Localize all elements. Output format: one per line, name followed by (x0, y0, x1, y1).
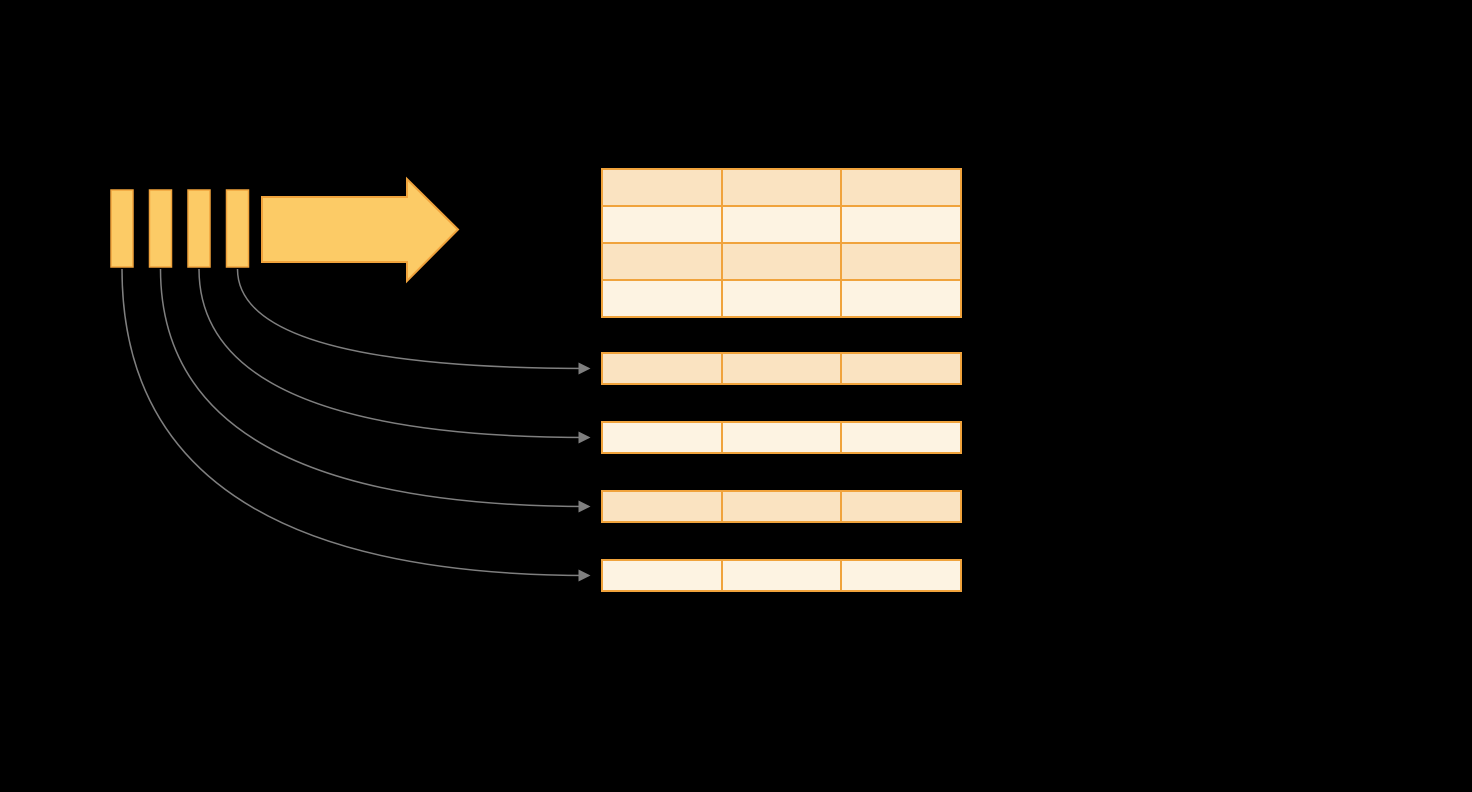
row-table-3 (601, 490, 962, 523)
table-cell (840, 492, 961, 521)
table-cell (603, 492, 721, 521)
table-cell (840, 244, 961, 279)
table-cell (720, 281, 841, 316)
table-cell (603, 354, 721, 383)
row-table-4 (601, 559, 962, 592)
table-row (603, 561, 961, 590)
table-cell (840, 281, 961, 316)
table-cell (603, 244, 721, 279)
table-cell (720, 244, 841, 279)
record-batch-bar-4 (225, 189, 250, 268)
table-cell (603, 281, 721, 316)
record-batch-bar-1 (110, 189, 134, 268)
table-cell (720, 561, 841, 590)
table-row (603, 423, 961, 452)
table-row (603, 242, 961, 279)
table-cell (720, 423, 841, 452)
table-row (603, 492, 961, 521)
stream-arrow-icon (261, 176, 460, 284)
record-batch-bars (110, 189, 250, 268)
table-cell (603, 423, 721, 452)
record-batch-bar-3 (187, 189, 211, 268)
connector-arrow-bar1-to-table4 (121, 268, 591, 582)
table-cell (720, 170, 841, 205)
table-row (603, 279, 961, 316)
record-batch-bar-2 (148, 189, 173, 268)
table-cell (603, 561, 721, 590)
table-cell (720, 492, 841, 521)
table-row (603, 354, 961, 383)
table-row (603, 205, 961, 242)
connector-arrows (121, 268, 591, 582)
table-cell (840, 207, 961, 242)
connector-arrow-bar3-to-table2 (198, 268, 591, 444)
row-table-2 (601, 421, 962, 454)
table-cell (720, 207, 841, 242)
connector-arrow-bar4-to-table1 (236, 268, 591, 375)
table-cell (840, 423, 961, 452)
table-cell (840, 170, 961, 205)
connector-arrow-bar2-to-table3 (159, 268, 591, 513)
table-row (603, 170, 961, 205)
table-cell (840, 354, 961, 383)
table-cell (603, 170, 721, 205)
table-cell (603, 207, 721, 242)
table-cell (840, 561, 961, 590)
table-cell (720, 354, 841, 383)
row-table-1 (601, 352, 962, 385)
main-table (601, 168, 962, 318)
